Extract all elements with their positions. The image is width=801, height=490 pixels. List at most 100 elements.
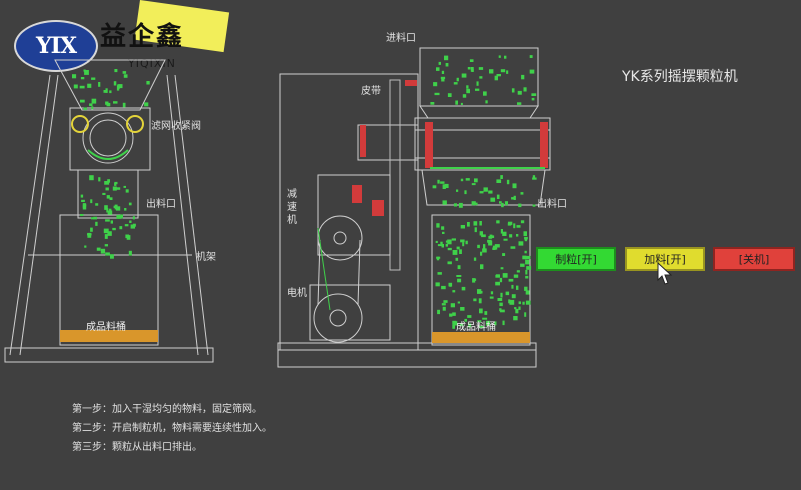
granule: [123, 74, 128, 78]
granule: [465, 240, 468, 245]
granule: [458, 202, 463, 208]
granule: [467, 222, 470, 227]
granule: [104, 181, 110, 185]
granule: [522, 301, 525, 305]
granule: [497, 298, 503, 301]
granule: [496, 179, 502, 183]
granule: [477, 289, 482, 294]
granule: [432, 185, 437, 189]
granule: [460, 307, 465, 311]
granule: [511, 197, 516, 200]
granule: [119, 226, 123, 230]
granule: [441, 244, 444, 248]
granule: [128, 202, 132, 206]
granule: [475, 88, 480, 91]
granule: [494, 321, 497, 326]
granule: [499, 308, 502, 312]
granule: [500, 292, 503, 298]
granule: [462, 242, 465, 247]
granule: [441, 303, 446, 306]
granule: [450, 303, 455, 308]
granule: [447, 247, 452, 251]
logo-oval: YIX: [14, 20, 98, 72]
granule: [444, 183, 449, 188]
granule: [462, 94, 467, 98]
granule: [106, 102, 111, 107]
granule: [513, 274, 519, 278]
granule: [473, 257, 477, 261]
granule: [452, 312, 456, 316]
granule: [87, 83, 92, 88]
granule: [444, 55, 449, 61]
granule: [516, 225, 521, 228]
shutdown-button[interactable]: [关机]: [713, 247, 795, 271]
right-bucket: [431, 214, 531, 346]
granule: [531, 93, 537, 96]
granule: [436, 223, 440, 228]
granule: [494, 244, 500, 248]
granule: [488, 236, 492, 239]
granule: [466, 88, 470, 94]
granule: [89, 103, 93, 107]
granule: [460, 178, 464, 182]
granule: [509, 299, 515, 305]
granule: [82, 203, 86, 208]
label-reducer: 减 速 机: [287, 189, 297, 226]
granule: [490, 291, 494, 295]
granule: [496, 274, 500, 277]
label-inlet: 进料口: [386, 33, 416, 44]
step-3: 第三步：颗粒从出料口排出。: [72, 442, 202, 453]
granule: [508, 278, 514, 282]
granule: [529, 55, 533, 58]
granule: [116, 214, 122, 219]
granule: [525, 255, 531, 260]
granule: [506, 70, 509, 74]
granule: [132, 216, 135, 220]
granule: [476, 81, 479, 86]
granule: [474, 178, 478, 183]
granule: [483, 244, 486, 249]
granule: [91, 217, 94, 220]
granule: [525, 259, 530, 265]
right-bucket-fill: [432, 332, 530, 343]
granule: [122, 71, 127, 74]
granule: [440, 241, 443, 245]
granule: [479, 231, 483, 236]
granule: [475, 202, 478, 206]
granule: [440, 181, 445, 184]
granule: [430, 102, 435, 105]
granule: [468, 323, 472, 328]
granule: [478, 298, 482, 304]
granule: [441, 285, 446, 290]
feed-on-button[interactable]: 加料[开]: [625, 247, 705, 271]
granule: [93, 216, 97, 220]
granule: [479, 76, 483, 79]
granule: [456, 77, 459, 82]
granule: [95, 203, 99, 206]
granule: [460, 225, 465, 229]
granule: [502, 231, 507, 236]
granule: [482, 248, 487, 253]
granule: [112, 227, 116, 231]
granule: [513, 223, 516, 229]
granule: [433, 82, 438, 87]
granulate-on-button[interactable]: 制粒[开]: [536, 247, 616, 271]
granule: [480, 251, 483, 256]
right-base: [277, 342, 537, 368]
granule: [461, 73, 467, 78]
granule: [441, 226, 445, 230]
granule: [442, 200, 447, 205]
left-frame-leg: [174, 74, 209, 356]
granule: [456, 275, 462, 277]
granule: [124, 224, 129, 227]
granule: [89, 175, 94, 181]
granule: [509, 234, 513, 238]
granule: [122, 102, 126, 108]
granule: [105, 187, 109, 191]
granule: [464, 318, 467, 322]
granule: [492, 245, 498, 250]
granule: [445, 63, 449, 67]
granule: [455, 100, 458, 105]
granule: [529, 69, 535, 74]
granule: [87, 232, 92, 238]
